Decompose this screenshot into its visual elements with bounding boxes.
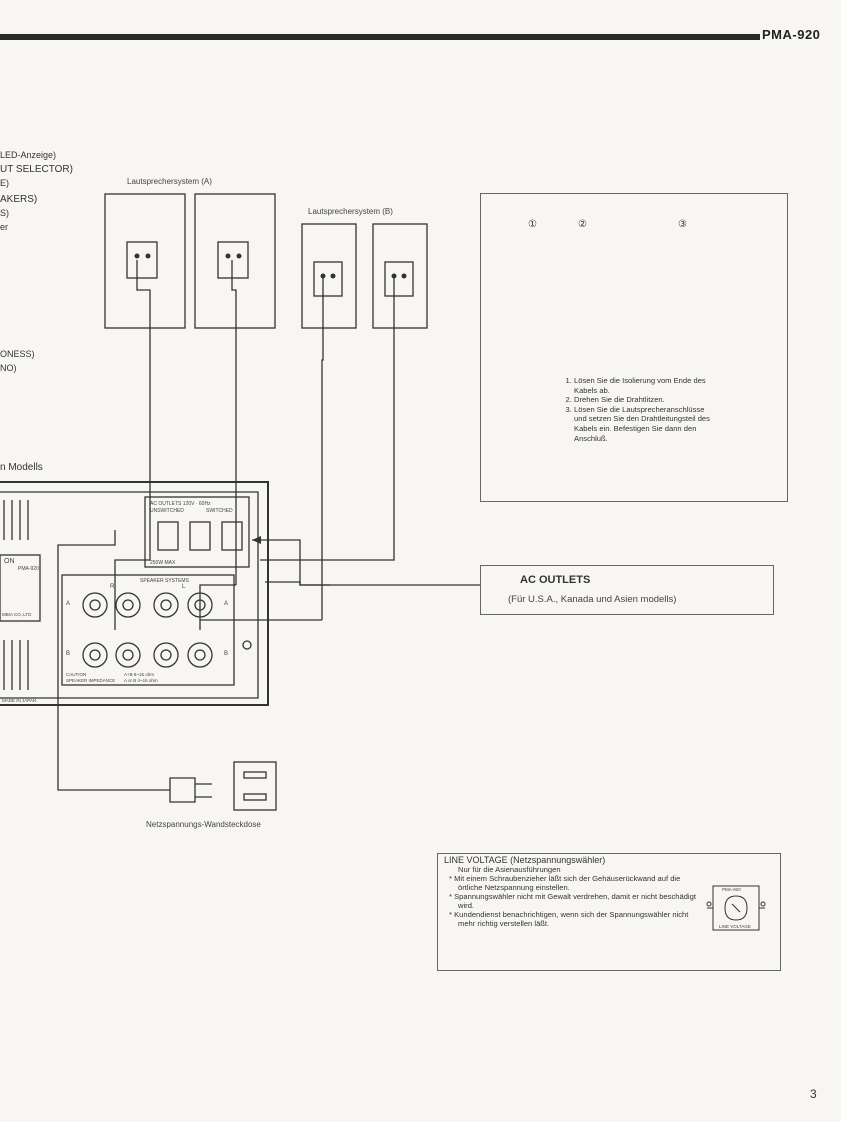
impedance-label: SPEAKER IMPEDANCE <box>66 678 116 683</box>
speaker-b-left <box>301 223 357 329</box>
line-voltage-bullet: Spannungswähler nicht mit Gewalt verdreh… <box>454 892 706 910</box>
made-in-label: MADE IN JAPAN <box>2 698 37 703</box>
step-mark-3: ③ <box>678 219 687 230</box>
channel-l-label: L <box>182 584 186 590</box>
page-number: 3 <box>810 1087 817 1101</box>
speaker-group-b-label: Lautsprechersystem (B) <box>308 207 393 216</box>
caution-label: CAUTION <box>66 672 87 677</box>
line-voltage-text: LINE VOLTAGE (Netzspannungswähler) Nur f… <box>444 855 706 929</box>
wire-instruction-steps: Lösen Sie die Isolierung vom Ende des Ka… <box>560 376 710 443</box>
left-label: E) <box>0 178 9 188</box>
ac-outlets-title: AC OUTLETS <box>520 574 591 586</box>
system-a-label: A <box>66 601 71 607</box>
left-label: ONESS) <box>0 349 35 359</box>
speaker-b-right <box>372 223 428 329</box>
left-label: NO) <box>0 363 17 373</box>
watt-label: 250W MAX <box>150 560 176 566</box>
speaker-systems-label: SPEAKER SYSTEMS <box>140 578 189 584</box>
model-name: PMA-920 <box>762 27 821 42</box>
ac-outlets-subtitle: (Für U.S.A., Kanada und Asien modells) <box>508 594 677 605</box>
speaker-a-right <box>194 193 276 329</box>
left-label: AKERS) <box>0 194 38 205</box>
selector-top-label: PMA-920 <box>722 887 741 892</box>
system-b-label: B <box>66 651 71 657</box>
wire-step: Lösen Sie die Isolierung vom Ende des Ka… <box>574 376 710 395</box>
line-voltage-title: LINE VOLTAGE (Netzspannungswähler) <box>444 855 606 865</box>
left-label: S) <box>0 208 9 218</box>
channel-r-label: R <box>110 584 115 590</box>
unswitched-label: UNSWITCHED <box>150 508 184 514</box>
wire-step: Drehen Sie die Drahtlitzen. <box>574 395 710 405</box>
step-mark-2: ② <box>578 219 587 230</box>
switched-label: SWITCHED <box>206 508 233 514</box>
speaker-group-a-label: Lautsprechersystem (A) <box>127 177 212 186</box>
header-rule <box>0 34 760 40</box>
selector-bottom-label: LINE VOLTAGE <box>719 924 751 929</box>
line-voltage-subtitle: Nur für die Asienausführungen <box>458 865 561 874</box>
left-label: er <box>0 222 9 232</box>
impedance-b-value: A or B 4~16 ohm <box>124 678 158 683</box>
system-b-label: B <box>224 651 229 657</box>
label-brand: ON <box>4 558 15 565</box>
line-voltage-bullet: Kundendienst benachrichtigen, wenn sich … <box>454 910 706 928</box>
speaker-a-left <box>104 193 186 329</box>
label-model: PMA-920 <box>18 566 39 572</box>
outlets-label: AC OUTLETS 120V · 60Hz <box>150 501 211 507</box>
label-company: MBIA CO.,LTD <box>2 612 32 617</box>
impedance-a-value: A+B 8~16 ohm <box>124 672 155 677</box>
left-label: UT SELECTOR) <box>0 164 73 175</box>
line-voltage-bullet: Mit einem Schraubenzieher läßt sich der … <box>454 874 706 892</box>
step-mark-1: ① <box>528 219 537 230</box>
wire-instruction-box <box>480 193 788 502</box>
voltage-selector-icon <box>706 885 766 931</box>
wall-outlet-label: Netzspannungs-Wandsteckdose <box>146 820 261 829</box>
system-a-label: A <box>224 601 229 607</box>
left-label: n Modells <box>0 462 43 473</box>
ac-outlets-callout <box>480 565 774 615</box>
left-label: LED-Anzeige) <box>0 150 57 160</box>
wire-step: Lösen Sie die Lautsprecheranschlüsse und… <box>574 405 710 443</box>
